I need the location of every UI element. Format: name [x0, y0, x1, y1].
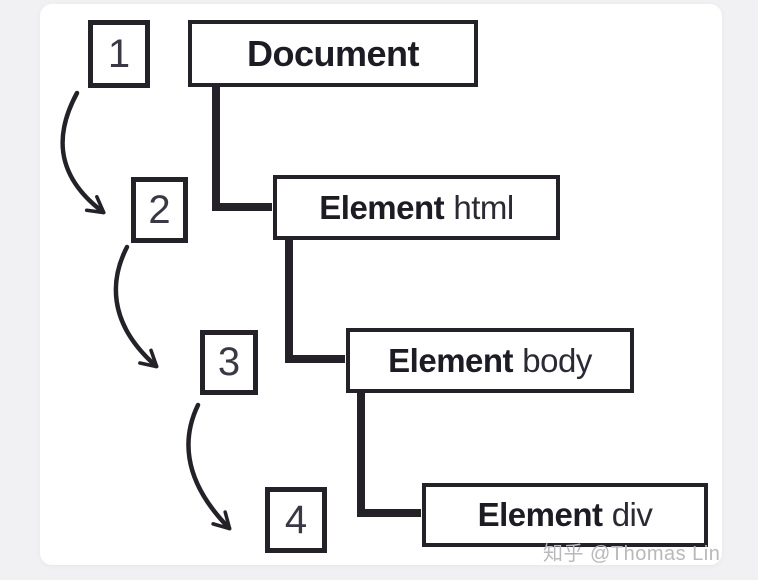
node-label: Element: [319, 188, 445, 226]
diagram-panel: [40, 4, 722, 565]
node-label: Element: [388, 341, 514, 379]
step-box-3: 3: [200, 330, 258, 395]
step-box-1: 1: [88, 20, 150, 88]
node-document: Document: [188, 20, 478, 87]
node-tag: div: [611, 496, 653, 533]
step-number: 1: [107, 31, 131, 76]
step-number: 2: [148, 187, 171, 232]
node-tag: html: [453, 188, 514, 226]
edge-html-body: [285, 239, 345, 363]
step-number: 4: [284, 497, 308, 542]
edge-body-div: [357, 392, 421, 517]
arrow-step-1-to-2: [60, 90, 106, 215]
arrow-step-3-to-4: [186, 402, 232, 531]
step-box-4: 4: [265, 487, 327, 553]
watermark: 知乎 @Thomas Lin: [543, 543, 721, 565]
arrow-step-2-to-3: [113, 244, 159, 369]
node-label: Element: [477, 496, 603, 533]
node-tag: body: [522, 341, 592, 379]
edge-document-html: [212, 86, 272, 211]
node-label: Document: [246, 32, 420, 74]
step-box-2: 2: [131, 177, 188, 243]
step-number: 3: [217, 340, 241, 384]
